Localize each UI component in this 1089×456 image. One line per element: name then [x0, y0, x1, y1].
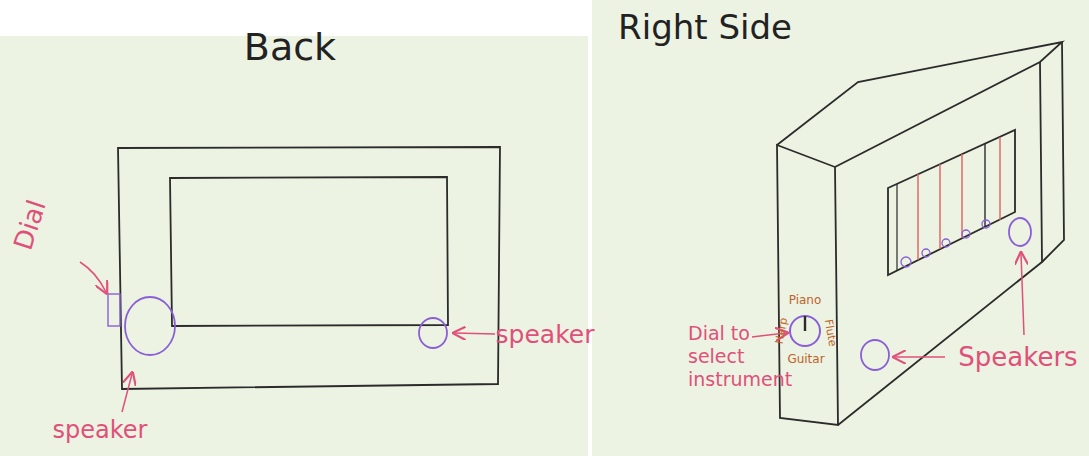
string-window — [888, 130, 1015, 275]
part-label: Speakers — [958, 343, 1077, 372]
view-heading: Right Side — [618, 9, 792, 46]
speaker-circle — [125, 297, 175, 355]
harp-string — [999, 137, 1000, 220]
dial-option: Piano — [789, 294, 822, 307]
leader-arrow — [80, 262, 106, 292]
dial-rect — [108, 294, 120, 326]
speaker-circle — [419, 318, 447, 348]
harp-string — [939, 164, 940, 249]
part-label: Dial to select instrument — [688, 322, 788, 390]
top-face — [777, 42, 1062, 167]
button-circle — [901, 257, 911, 267]
outer-frame — [118, 147, 500, 389]
part-label: Dial — [9, 197, 52, 254]
leader-arrow — [895, 356, 945, 358]
part-label: speaker — [53, 417, 148, 443]
button-circle — [942, 239, 950, 247]
back-panel — [0, 36, 588, 456]
window-divider — [984, 144, 985, 227]
leader-arrow — [122, 374, 132, 412]
dial-option: Guitar — [787, 353, 824, 366]
leader-arrow — [455, 333, 495, 334]
leader-arrow — [1021, 254, 1024, 335]
harp-string — [917, 174, 918, 260]
dial-option: Flute — [822, 318, 839, 347]
button-circle — [922, 249, 930, 257]
speaker-circle — [861, 340, 889, 370]
speaker-circle — [1009, 218, 1031, 246]
harp-string — [961, 154, 962, 238]
instrument-dial — [790, 316, 820, 346]
part-label: speaker — [496, 321, 595, 349]
window-depth — [896, 184, 897, 270]
side-panel — [592, 0, 1089, 456]
dial-option: Harp — [774, 317, 791, 345]
dial-pointer — [804, 316, 806, 331]
view-heading: Back — [244, 27, 336, 69]
inner-window — [170, 177, 448, 326]
right-edge — [1042, 42, 1064, 262]
button-circle — [982, 220, 990, 228]
button-circle — [962, 230, 970, 238]
